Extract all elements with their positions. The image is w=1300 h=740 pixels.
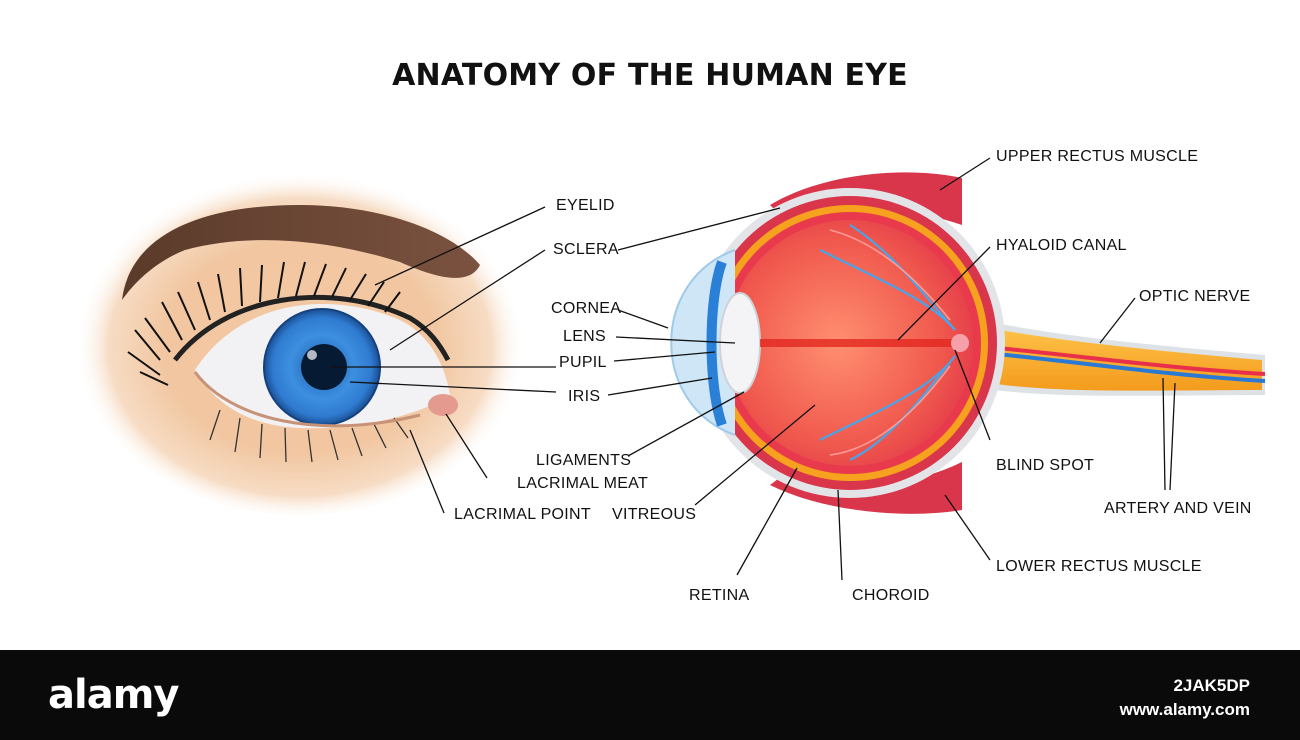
leader-lines <box>330 157 1176 581</box>
label-choroid: CHOROID <box>852 587 930 604</box>
label-cornea: CORNEA <box>551 300 622 317</box>
diagram-canvas: ANATOMY OF THE HUMAN EYE EYELID SCLERA C… <box>75 58 1266 604</box>
label-pupil: PUPIL <box>559 354 607 371</box>
label-lacrimal-meat: LACRIMAL MEAT <box>517 475 649 492</box>
blind-spot-dot <box>951 334 969 352</box>
site-url: www.alamy.com <box>1119 700 1250 719</box>
upper-lid-line <box>173 294 451 362</box>
label-lower-rectus-muscle: LOWER RECTUS MUSCLE <box>996 558 1202 575</box>
brand-logo: alamy <box>48 672 179 718</box>
iris-front <box>706 260 727 427</box>
label-lacrimal-point: LACRIMAL POINT <box>454 506 591 523</box>
label-vitreous: VITREOUS <box>612 506 697 523</box>
label-sclera: SCLERA <box>553 241 619 258</box>
label-optic-nerve: OPTIC NERVE <box>1139 288 1251 305</box>
label-blind-spot: BLIND SPOT <box>996 457 1095 474</box>
label-artery-and-vein: ARTERY AND VEIN <box>1104 500 1252 517</box>
label-ligaments: LIGAMENTS <box>536 452 632 469</box>
external-eye <box>75 165 525 515</box>
watermark-footer: alamy 2JAK5DP www.alamy.com <box>0 650 1300 740</box>
eye-cross-section <box>670 172 1266 514</box>
label-retina: RETINA <box>689 587 750 604</box>
eye-illustration <box>75 157 1266 581</box>
lacrimal-caruncle <box>428 394 458 416</box>
label-lens: LENS <box>563 328 606 345</box>
label-iris: IRIS <box>568 388 601 405</box>
diagram-title: ANATOMY OF THE HUMAN EYE <box>392 58 908 93</box>
label-eyelid: EYELID <box>556 197 615 214</box>
label-hyaloid-canal: HYALOID CANAL <box>996 237 1127 254</box>
eyebrow <box>122 205 480 300</box>
label-upper-rectus-muscle: UPPER RECTUS MUSCLE <box>996 148 1199 165</box>
image-id: 2JAK5DP <box>1173 676 1250 695</box>
hyaloid-canal-band <box>760 339 960 347</box>
eyelashes <box>127 261 401 386</box>
